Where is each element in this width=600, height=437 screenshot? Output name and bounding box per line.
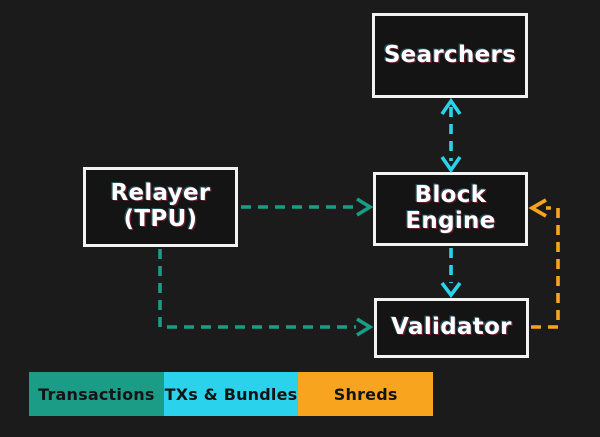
edge-relayer-validator-arrowhead-icon xyxy=(356,317,374,337)
edge-validator-blockengine-arrowhead-icon xyxy=(528,198,547,218)
edge-relayer-blockengine-arrowhead-icon xyxy=(356,197,374,217)
edge-validator-blockengine-shaft xyxy=(531,206,560,329)
edge-searchers-blockengine-arrowhead-down-icon xyxy=(440,155,462,174)
edge-relayer-validator-shaft xyxy=(158,249,356,329)
node-block-engine-label-line2: Engine xyxy=(405,208,496,234)
legend-item-transactions: Transactions xyxy=(29,372,164,416)
node-searchers-label: Searchers xyxy=(383,41,517,68)
legend-item-txs-bundles: TXs & Bundles xyxy=(163,372,299,416)
edge-searchers-blockengine-arrowhead-up-icon xyxy=(440,97,462,116)
edge-blockengine-validator-arrowhead-icon xyxy=(440,281,462,298)
node-validator: Validator xyxy=(374,298,529,358)
node-validator-label: Validator xyxy=(391,314,512,341)
node-block-engine-label-line1: Block xyxy=(414,182,487,209)
legend-item-shreds: Shreds xyxy=(298,372,434,416)
node-relayer-label-line2: (TPU) xyxy=(123,206,198,232)
legend-label-transactions: Transactions xyxy=(38,384,155,404)
legend-label-shreds: Shreds xyxy=(333,384,398,404)
node-relayer-tpu: Relayer (TPU) xyxy=(83,167,238,247)
legend: Transactions TXs & Bundles Shreds xyxy=(29,372,434,416)
node-block-engine: Block Engine xyxy=(373,172,528,246)
node-searchers: Searchers xyxy=(372,13,528,98)
legend-label-txs-bundles: TXs & Bundles xyxy=(164,384,298,404)
node-relayer-label-line1: Relayer xyxy=(110,180,211,207)
